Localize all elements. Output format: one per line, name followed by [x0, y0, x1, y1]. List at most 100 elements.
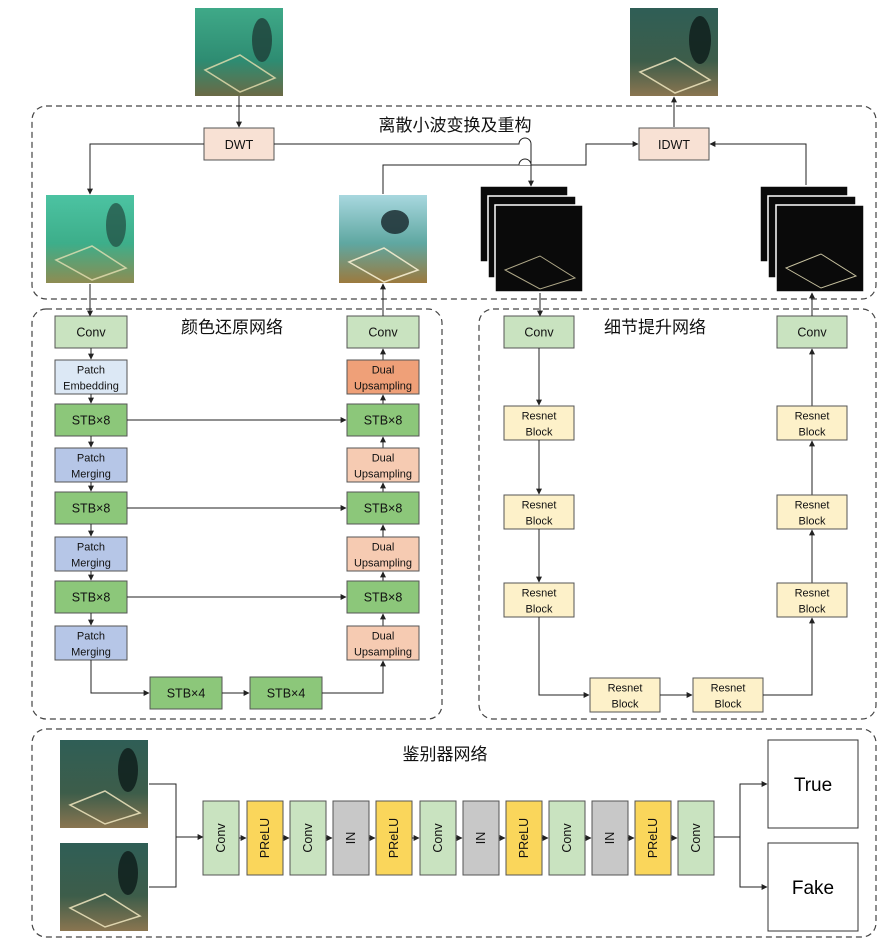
arrow-enhanced-high-to-idwt — [709, 141, 807, 185]
svg-text:IDWT: IDWT — [658, 138, 690, 152]
detail-bottom-0-resnet-block-label: Resnet — [608, 683, 643, 695]
svg-text:True: True — [794, 775, 832, 796]
bottleneck-0-stb-4-label: STB×4 — [167, 687, 206, 701]
detail-right-1-resnet-block-label: Resnet — [795, 411, 830, 423]
detail-bottom-1-resnet-block-label: Block — [715, 699, 742, 711]
detail-right-0-conv: Conv — [776, 315, 848, 349]
arrow-dwt-to-highfreq — [274, 137, 534, 187]
enc-0-conv-label: Conv — [76, 326, 106, 340]
bottleneck-1-stb-4: STB×4 — [249, 676, 323, 710]
detail-bottom-0-resnet-block-label: Block — [612, 699, 639, 711]
arrow-to-true — [739, 781, 768, 837]
enc-7-patch-merging-label: Merging — [71, 647, 111, 659]
enc-2-stb-8: STB×8 — [54, 403, 128, 437]
enc-5-patch-merging-label: Merging — [71, 558, 111, 570]
color-net-decoder: ConvDualUpsamplingSTB×8DualUpsamplingSTB… — [346, 315, 420, 661]
disc-layer-5-label: Conv — [431, 823, 445, 853]
dec-0-conv: Conv — [346, 315, 420, 349]
disc-layer-3-label: IN — [344, 832, 358, 845]
disc-layer-10-prelu: PReLU — [634, 800, 672, 876]
arrow-img1-to-merge — [149, 783, 177, 837]
dec-3-dual-upsampling-label: Upsampling — [354, 469, 412, 481]
detail-right-0-conv-label: Conv — [797, 326, 827, 340]
dec-3-dual-upsampling-label: Dual — [372, 453, 395, 465]
detail-left-3-resnet-block-label: Block — [526, 604, 553, 616]
arrow-enc-to-bottleneck — [90, 660, 150, 696]
dec-4-stb-8: STB×8 — [346, 491, 420, 525]
arrow-dwt-to-lowfreq — [87, 143, 204, 195]
color-net-group-frame — [31, 308, 443, 720]
disc-layer-10-label: PReLU — [646, 818, 660, 858]
bottleneck-0-stb-4: STB×4 — [149, 676, 223, 710]
dec-7-dual-upsampling-label: Dual — [372, 631, 395, 643]
dec-1-dual-upsampling-label: Dual — [372, 365, 395, 377]
enc-4-stb-8-label: STB×8 — [72, 502, 111, 516]
detail-right-1-resnet-block-label: Block — [799, 427, 826, 439]
enhanced-high-frequency-images — [759, 185, 865, 293]
disc-layer-0-conv: Conv — [202, 800, 240, 876]
enc-1-patch-embedding-label: Patch — [77, 365, 105, 377]
discriminator-input-image-1 — [60, 740, 148, 828]
high-frequency-images — [479, 185, 584, 293]
disc-layer-2-conv: Conv — [289, 800, 327, 876]
arrow-detail-left-to-bottom — [538, 617, 590, 698]
dec-5-dual-upsampling-label: Dual — [372, 542, 395, 554]
arrow-bottleneck-to-dec — [322, 660, 386, 694]
disc-layer-6-in: IN — [462, 800, 500, 876]
dec-5-dual-upsampling-label: Upsampling — [354, 558, 412, 570]
disc-layer-3-in: IN — [332, 800, 370, 876]
color-restored-image — [339, 195, 427, 283]
dec-1-dual-upsampling-label: Upsampling — [354, 381, 412, 393]
disc-layer-6-label: IN — [474, 832, 488, 845]
disc-layer-1-label: PReLU — [258, 818, 272, 858]
detail-left-0-conv: Conv — [503, 315, 575, 349]
dec-0-conv-label: Conv — [368, 326, 398, 340]
detail-net-group-frame — [478, 308, 877, 720]
disc-layer-7-prelu: PReLU — [505, 800, 543, 876]
detail-right-2-resnet-block-label: Block — [799, 516, 826, 528]
input-underwater-image — [195, 8, 283, 96]
output-true-box: True — [767, 739, 859, 829]
svg-text:Fake: Fake — [792, 878, 834, 899]
disc-layer-5-conv: Conv — [419, 800, 457, 876]
idwt-box: IDWT — [638, 127, 710, 161]
wavelet-title: 离散小波变换及重构 — [379, 116, 532, 135]
color-net-bottleneck: STB×4 STB×4 — [90, 660, 386, 710]
wavelet-group-frame — [31, 105, 877, 300]
arrow-detail-bottom-to-right — [763, 617, 815, 696]
bottleneck-1-stb-4-label: STB×4 — [267, 687, 306, 701]
disc-layer-0-label: Conv — [214, 823, 228, 853]
detail-right-2-resnet-block-label: Resnet — [795, 500, 830, 512]
detail-left-1-resnet-block-label: Block — [526, 427, 553, 439]
dec-6-stb-8: STB×8 — [346, 580, 420, 614]
enc-3-patch-merging-label: Patch — [77, 453, 105, 465]
discriminator-layers: Conv PReLU Conv IN PReLU Conv IN PReLU Conv IN PRe… — [202, 800, 715, 876]
disc-layer-8-label: Conv — [560, 823, 574, 853]
enc-7-patch-merging-label: Patch — [77, 631, 105, 643]
disc-layer-2-label: Conv — [301, 823, 315, 853]
detail-left-2-resnet-block-label: Resnet — [522, 500, 557, 512]
detail-net-title: 细节提升网络 — [604, 318, 706, 337]
dec-6-stb-8-label: STB×8 — [364, 591, 403, 605]
disc-layer-4-label: PReLU — [387, 818, 401, 858]
dwt-box: DWT — [203, 127, 275, 161]
low-frequency-image — [46, 195, 134, 283]
disc-layer-9-label: IN — [603, 832, 617, 845]
arrow-to-fake — [739, 837, 768, 890]
enc-2-stb-8-label: STB×8 — [72, 414, 111, 428]
detail-net-blocks: ConvResnetBlockResnetBlockResnetBlockCon… — [503, 315, 848, 713]
detail-left-0-conv-label: Conv — [524, 326, 554, 340]
enc-0-conv: Conv — [54, 315, 128, 349]
